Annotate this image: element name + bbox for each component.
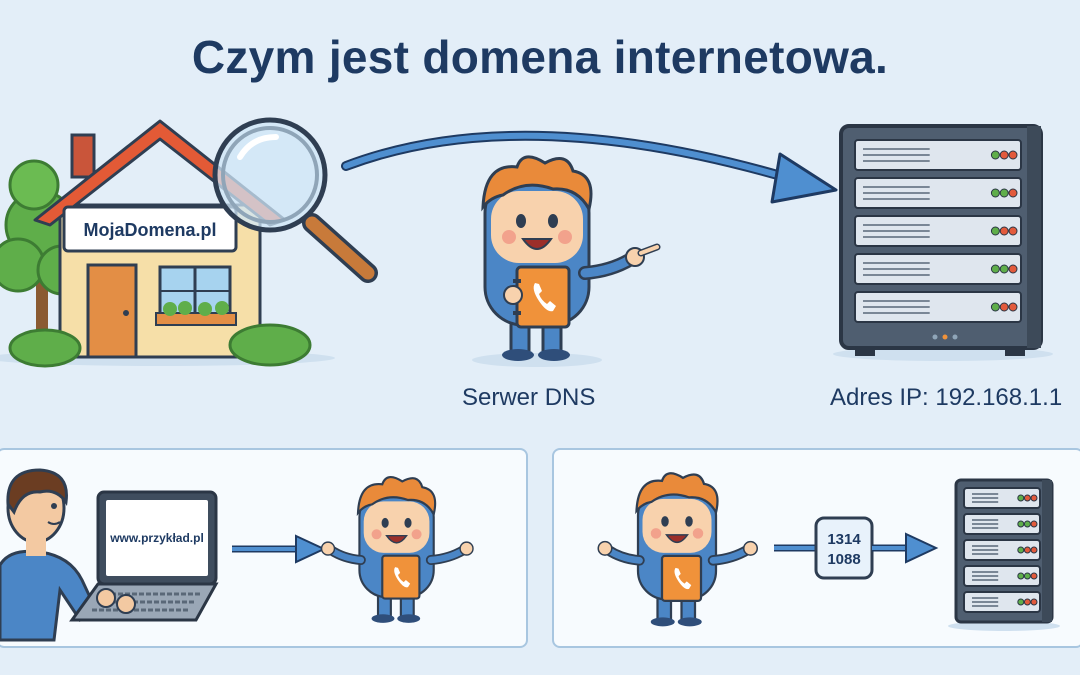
magnifier-icon	[212, 117, 378, 283]
lookup-arrow	[341, 130, 838, 204]
server-icon-small	[948, 478, 1060, 631]
dns-character-small-left	[338, 470, 488, 635]
house-scene: MojaDomena.pl	[0, 117, 378, 368]
laptop-icon: www.przykład.pl	[69, 490, 219, 622]
browser-url-text: www.przykład.pl	[109, 531, 204, 545]
user-icon	[0, 468, 98, 642]
dns-character-small-right	[608, 470, 773, 635]
ip-card-line2: 1088	[827, 551, 860, 568]
dns-character	[472, 155, 661, 367]
dns-caption: Serwer DNS	[462, 384, 596, 411]
domain-sign-label: MojaDomena.pl	[83, 220, 216, 240]
page-title: Czym jest domena internetowa.	[191, 31, 889, 83]
server-icon	[833, 124, 1053, 361]
request-arrow	[232, 534, 327, 564]
ip-address-caption: Adres IP: 192.168.1.1	[830, 384, 1063, 411]
ip-card-line1: 1314	[827, 531, 861, 548]
ip-response-illustration: 1314 1088	[774, 516, 939, 580]
browser-request-illustration: www.przykład.pl	[0, 468, 327, 642]
ip-number-card	[814, 516, 874, 580]
